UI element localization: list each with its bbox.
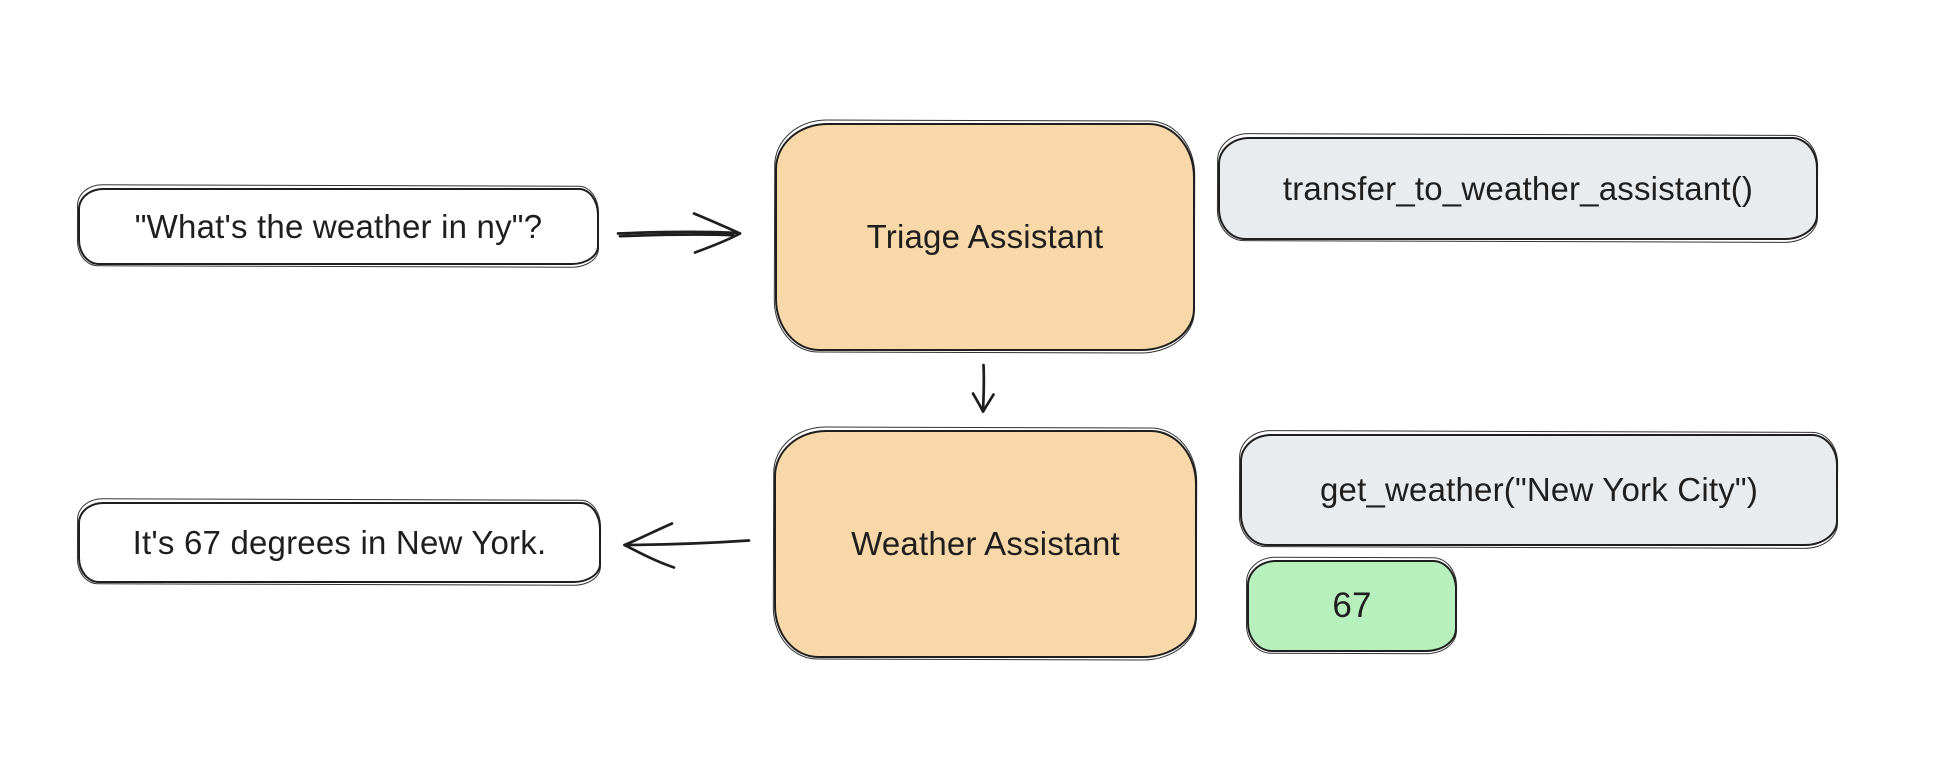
triage-assistant-node: Triage Assistant [775, 123, 1195, 351]
transfer-call-label: transfer_to_weather_assistant() [1282, 169, 1754, 207]
tool-result-node: 67 [1247, 560, 1457, 652]
get-weather-call-node: get_weather("New York City") [1240, 434, 1838, 546]
weather-assistant-node: Weather Assistant [774, 430, 1197, 658]
user-query-label: "What's the weather in ny"? [134, 207, 543, 245]
final-response-node: It's 67 degrees in New York. [78, 502, 601, 583]
arrow-left-weather-to-reply-icon [623, 522, 751, 569]
arrow-down-triage-to-weather-icon [971, 363, 995, 413]
transfer-call-node: transfer_to_weather_assistant() [1218, 137, 1818, 240]
final-response-label: It's 67 degrees in New York. [132, 523, 547, 561]
triage-assistant-label: Triage Assistant [866, 218, 1104, 256]
user-query-node: "What's the weather in ny"? [78, 188, 599, 265]
get-weather-call-label: get_weather("New York City") [1319, 471, 1759, 509]
tool-result-label: 67 [1332, 586, 1372, 625]
weather-assistant-label: Weather Assistant [851, 525, 1120, 563]
arrow-right-user-to-triage-icon [616, 212, 742, 254]
